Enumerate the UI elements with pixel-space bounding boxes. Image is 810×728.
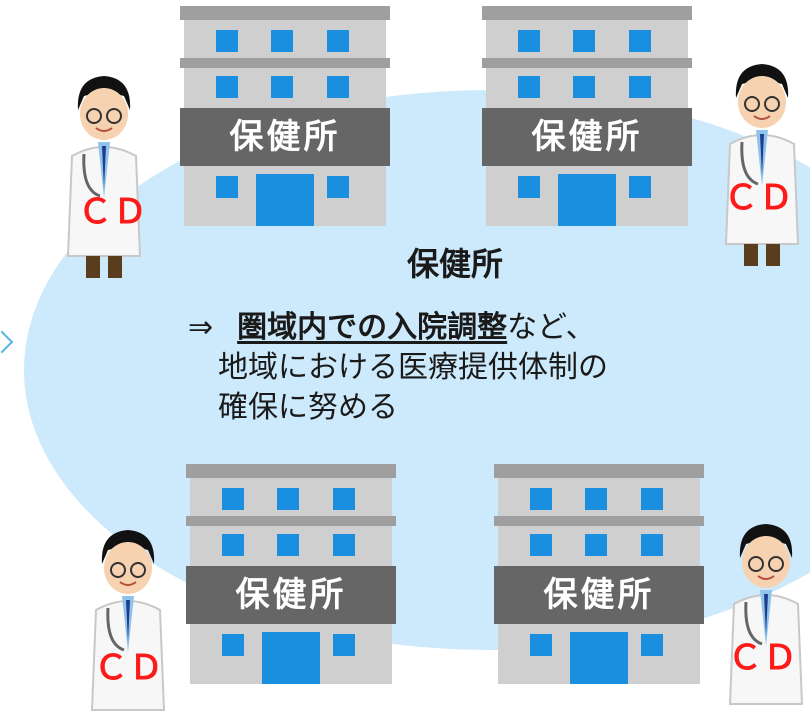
sign-text: 保健所 [229,117,341,157]
sign-text: 保健所 [543,575,655,615]
arrow-symbol: ⇒ [188,310,214,345]
doctor-label: ＣＤ [728,639,798,677]
sign-text: 保健所 [531,117,643,157]
doctor-icon [86,524,170,728]
center-title: 保健所 [406,245,503,283]
health-center-building-1: 保健所 [180,4,390,226]
doctor-icon [724,518,808,728]
center-description: ⇒ 圏域内での入院調整など、 地域における医療提供体制の 確保に努める [188,308,788,428]
health-center-building-4: 保健所 [494,462,704,684]
health-center-building-2: 保健所 [482,4,692,226]
emphasis-text: 圏域内での入院調整 [237,310,508,345]
sign-text: 保健所 [235,575,347,615]
line1-rest: など、 [507,310,596,345]
doctor-icon [720,58,804,268]
doctor-label: ＣＤ [724,179,794,217]
doctor-icon [62,70,146,280]
health-center-building-3: 保健所 [186,462,396,684]
description-line-2: 地域における医療提供体制の [218,350,608,385]
doctor-label: ＣＤ [94,649,164,687]
arrow-icon [0,330,14,354]
doctor-label: ＣＤ [78,193,148,231]
description-line-1: ⇒ 圏域内での入院調整など、 [188,308,788,348]
description-line-3: 確保に努める [218,390,398,425]
